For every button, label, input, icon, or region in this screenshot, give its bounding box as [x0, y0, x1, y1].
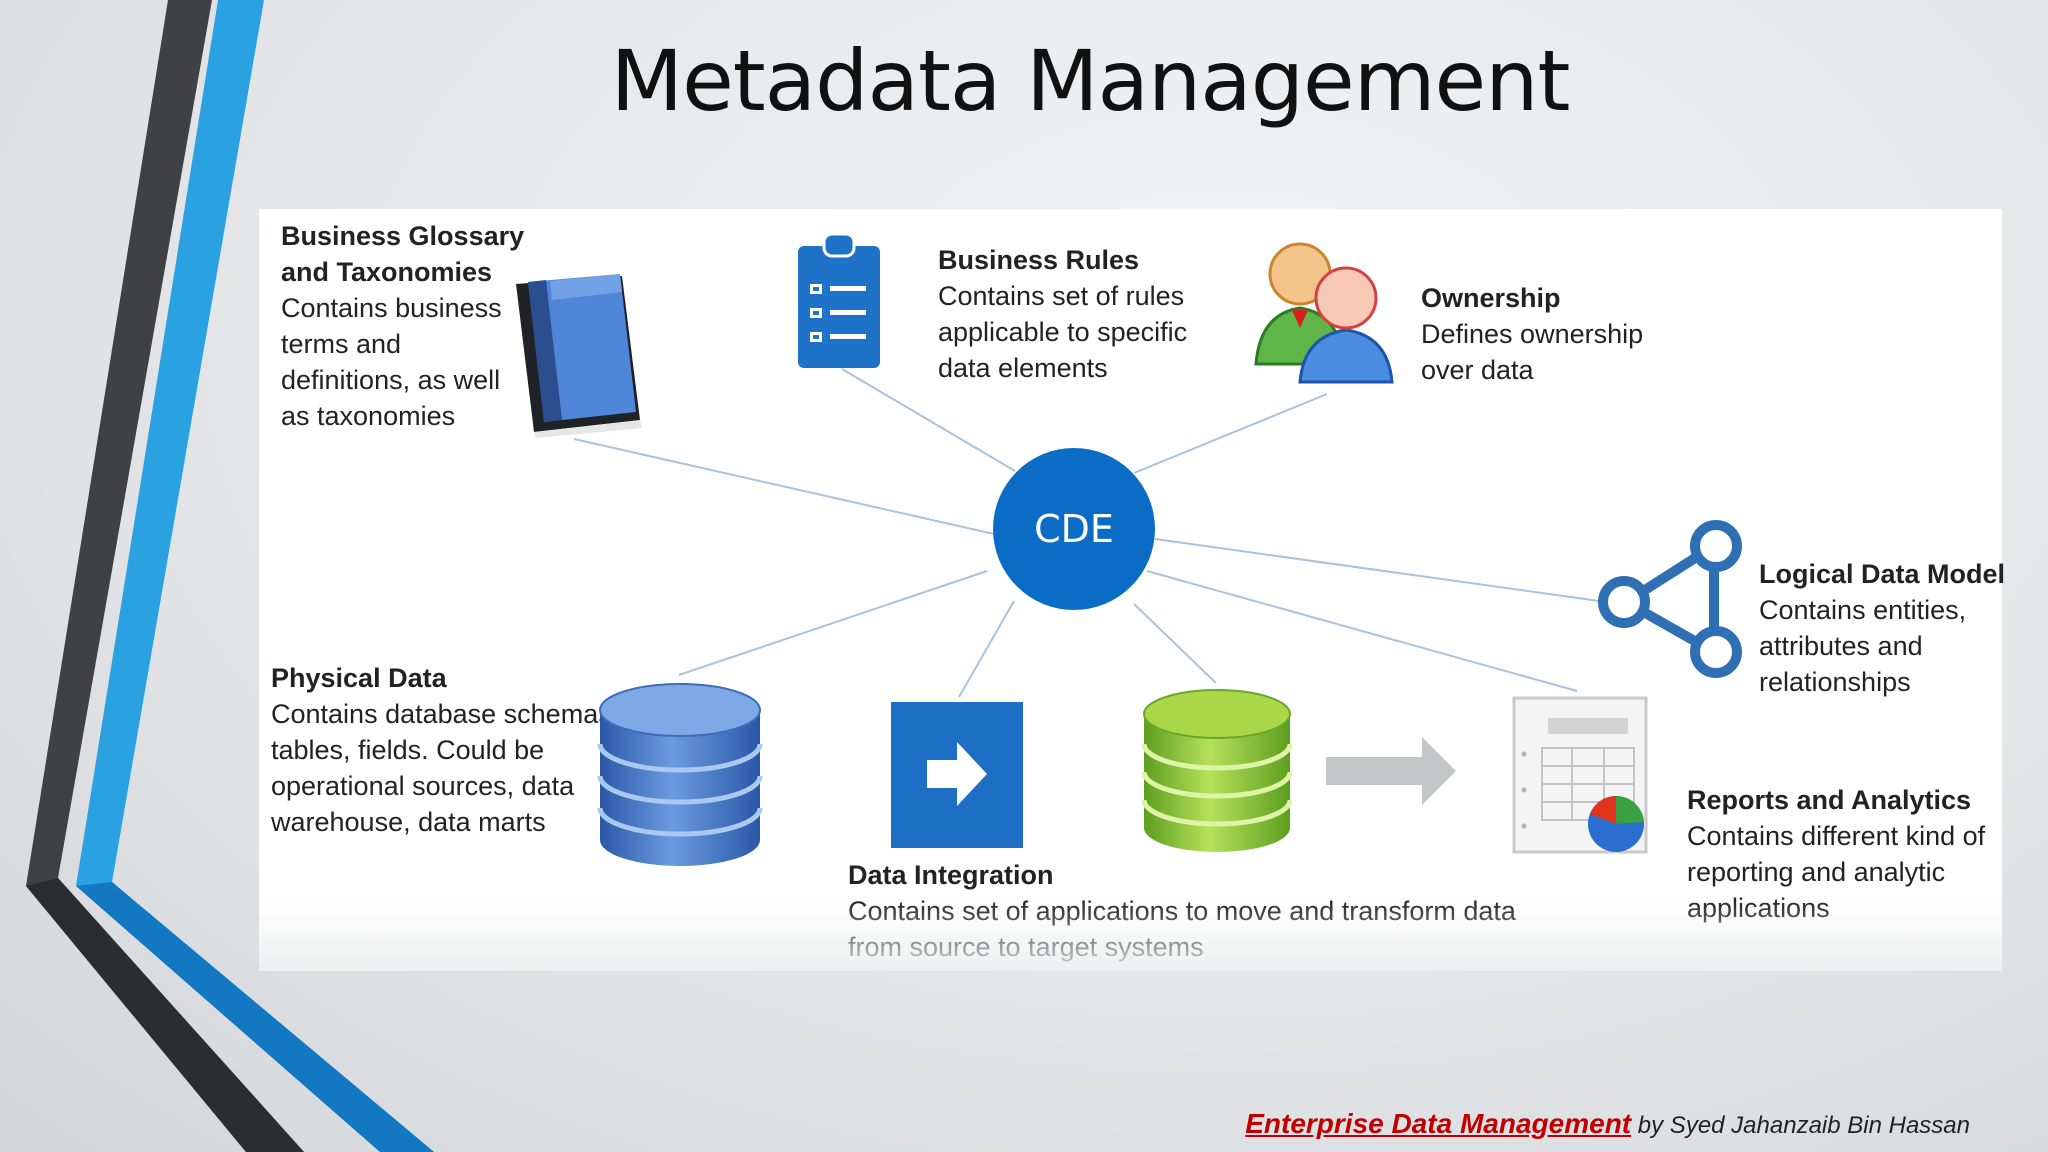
physical-title: Physical Data	[271, 663, 447, 693]
reports-block: Reports and Analytics Contains different…	[1687, 782, 1985, 926]
cde-center-node: CDE	[993, 448, 1155, 610]
physical-desc-line-2: tables, fields. Could be	[271, 735, 545, 765]
footer-byline: by Syed Jahanzaib Bin Hassan	[1631, 1112, 1970, 1139]
reports-desc-line-3: applications	[1687, 893, 1830, 923]
rules-block: Business Rules Contains set of rules app…	[938, 242, 1187, 386]
ownership-desc-line-2: over data	[1421, 355, 1534, 385]
clipboard-checklist-icon	[798, 232, 880, 368]
reports-desc-line-1: Contains different kind of	[1687, 821, 1986, 851]
glossary-desc-line-1: Contains business	[281, 293, 502, 323]
glossary-desc-line-3: definitions, as well	[281, 365, 501, 395]
line-integration	[958, 600, 1015, 698]
report-chart-icon	[1512, 696, 1648, 854]
physical-desc-line-4: warehouse, data marts	[271, 807, 546, 837]
physical-desc-line-3: operational sources, data	[271, 771, 575, 801]
reports-title: Reports and Analytics	[1687, 785, 1972, 815]
glossary-desc-line-4: as taxonomies	[281, 401, 456, 431]
ownership-desc-line-1: Defines ownership	[1421, 319, 1644, 349]
ownership-block: Ownership Defines ownership over data	[1421, 280, 1643, 388]
grey-arrow-icon	[1326, 737, 1456, 805]
users-icon	[1254, 242, 1394, 384]
integration-desc-line-2: from source to target systems	[848, 932, 1204, 962]
physical-block: Physical Data Contains database schemas,…	[271, 660, 619, 840]
logical-desc-line-2: attributes and	[1759, 631, 1923, 661]
logical-block: Logical Data Model Contains entities, at…	[1759, 556, 2005, 700]
share-nodes-icon	[1598, 520, 1742, 678]
footer-credit: Enterprise Data Management by Syed Jahan…	[1245, 1108, 1970, 1140]
line-rules	[841, 368, 1016, 472]
ownership-title: Ownership	[1421, 283, 1561, 313]
integration-desc-line-1: Contains set of applications to move and…	[848, 896, 1516, 926]
rules-desc-line-3: data elements	[938, 353, 1108, 383]
logical-title: Logical Data Model	[1759, 559, 2006, 589]
glossary-title-line-1: Business Glossary	[281, 221, 525, 251]
database-green-icon	[1141, 689, 1293, 852]
line-glossary	[573, 438, 995, 535]
book-icon	[516, 274, 642, 438]
line-logical	[1154, 538, 1600, 602]
slide-title: Metadata Management	[610, 32, 1571, 130]
physical-desc-line-1: Contains database schemas,	[271, 699, 620, 729]
line-ownership	[1133, 393, 1328, 474]
logical-desc-line-3: relationships	[1759, 667, 1911, 697]
footer-book-link[interactable]: Enterprise Data Management	[1245, 1108, 1632, 1139]
arrow-box-icon	[891, 702, 1023, 848]
glossary-block: Business Glossary and Taxonomies Contain…	[281, 218, 524, 434]
reports-desc-line-2: reporting and analytic	[1687, 857, 1946, 887]
logical-desc-line-1: Contains entities,	[1759, 595, 1967, 625]
rules-title: Business Rules	[938, 245, 1140, 275]
glossary-desc-line-2: terms and	[281, 329, 402, 359]
integration-title: Data Integration	[848, 860, 1054, 890]
glossary-title-line-2: and Taxonomies	[281, 257, 493, 287]
line-reports	[1146, 570, 1578, 692]
connector-lines	[573, 368, 1600, 698]
line-physical	[678, 570, 988, 676]
database-blue-icon	[597, 683, 763, 866]
rules-desc-line-1: Contains set of rules	[938, 281, 1185, 311]
line-db-green	[1133, 603, 1217, 684]
integration-block: Data Integration Contains set of applica…	[848, 857, 1516, 965]
rules-desc-line-2: applicable to specific	[938, 317, 1188, 347]
